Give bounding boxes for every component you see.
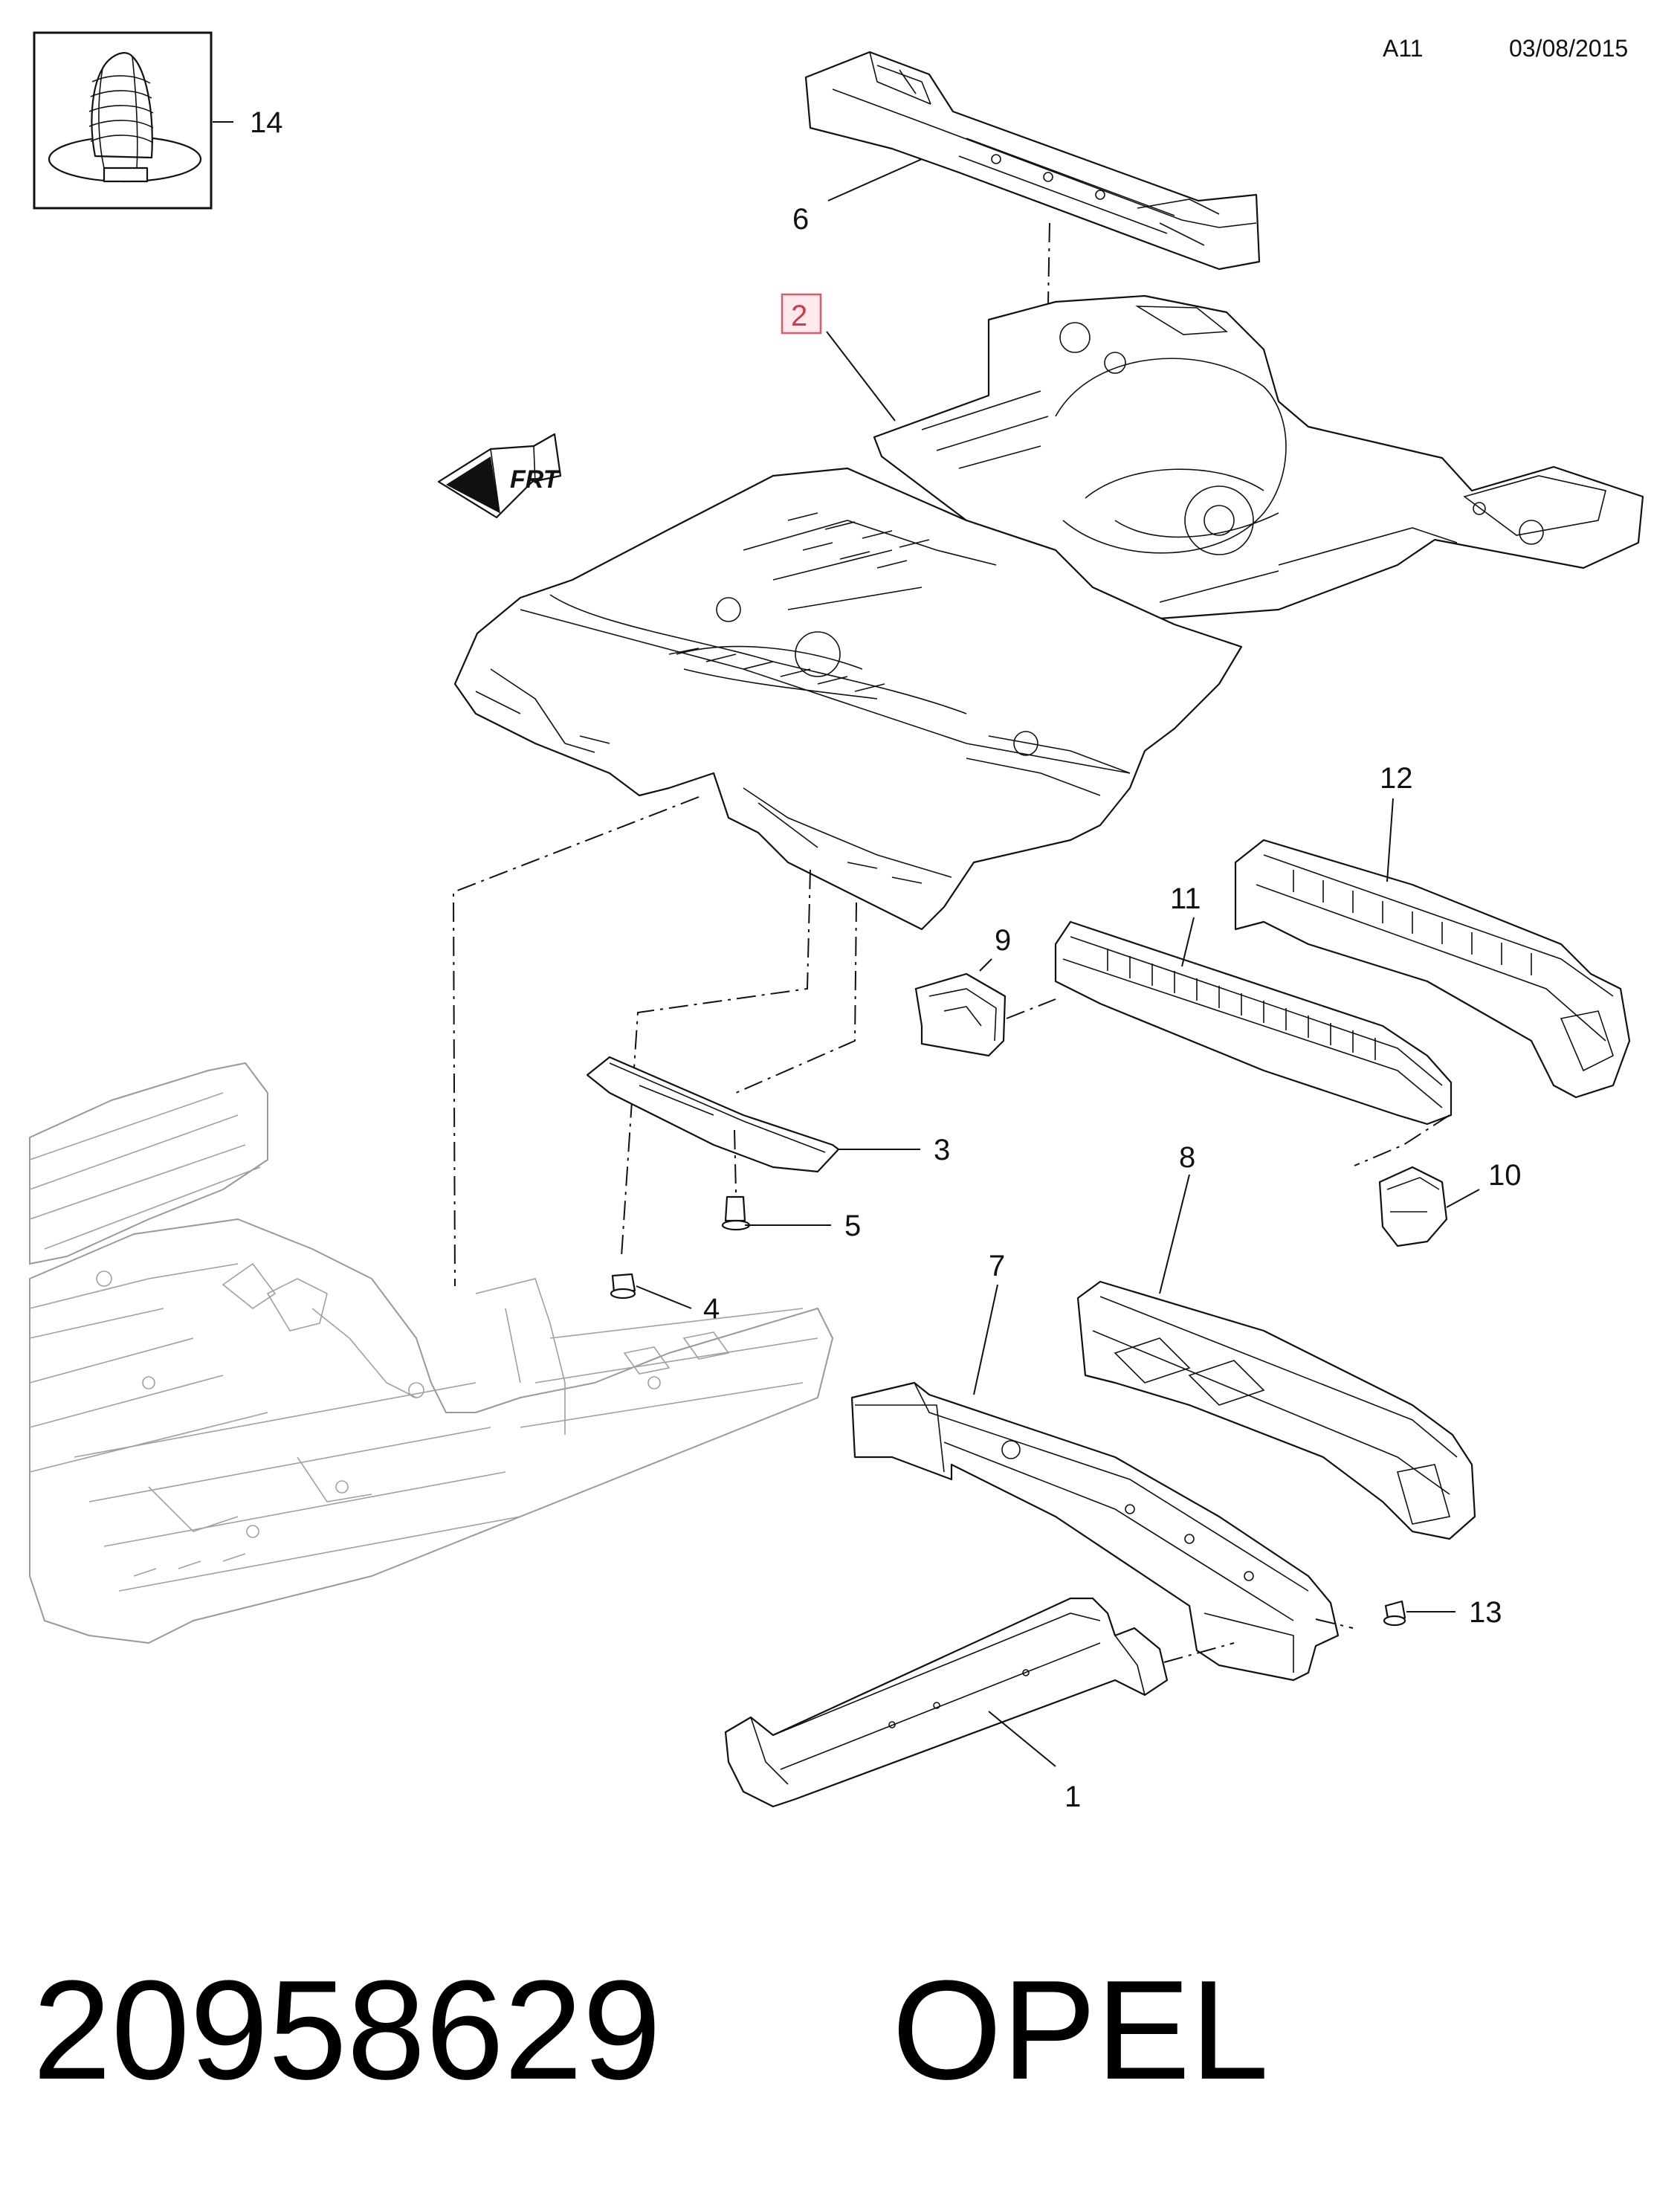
front-direction-arrow: FRT [437, 433, 562, 519]
part-6-cross-member[interactable] [804, 51, 1261, 271]
part-number: 20958629 [33, 1951, 661, 2109]
inset-fastener-14[interactable] [33, 31, 213, 210]
callout-3[interactable]: 3 [934, 1134, 950, 1166]
part-1-side-rail[interactable] [724, 1597, 1169, 1808]
callout-7[interactable]: 7 [989, 1250, 1005, 1282]
callout-13[interactable]: 13 [1469, 1596, 1502, 1629]
part-10-bracket[interactable] [1378, 1166, 1448, 1247]
callout-12[interactable]: 12 [1380, 762, 1413, 795]
part-9-bracket[interactable] [914, 972, 1007, 1057]
callout-4[interactable]: 4 [703, 1293, 720, 1326]
underbody-context [29, 1062, 833, 1644]
page-code: A11 [1383, 35, 1424, 62]
part-5-clip[interactable] [721, 1195, 751, 1231]
callout-14[interactable]: 14 [250, 106, 283, 139]
callout-1[interactable]: 1 [1064, 1781, 1081, 1813]
frt-label: FRT [510, 465, 561, 494]
callout-5[interactable]: 5 [844, 1210, 861, 1242]
front-floor-panel[interactable] [453, 467, 1243, 931]
callout-6[interactable]: 6 [792, 203, 809, 236]
part-11-absorber[interactable] [1054, 920, 1453, 1126]
diagram-date: 03/08/2015 [1509, 35, 1628, 62]
part-13-nut[interactable] [1383, 1600, 1406, 1627]
callout-10[interactable]: 10 [1488, 1159, 1522, 1192]
callout-2[interactable]: 2 [791, 300, 807, 332]
callout-2-highlight-box [781, 293, 822, 335]
part-8-absorber[interactable] [1076, 1280, 1476, 1540]
part-4-nut[interactable] [610, 1273, 636, 1300]
part-3-bracket[interactable] [586, 1056, 840, 1173]
callout-9[interactable]: 9 [995, 924, 1011, 957]
callout-8[interactable]: 8 [1179, 1141, 1195, 1174]
part-12-absorber[interactable] [1234, 839, 1631, 1099]
brand-name: OPEL [892, 1951, 1269, 2109]
part-7-bumper-beam[interactable] [850, 1381, 1340, 1682]
callout-11[interactable]: 11 [1170, 882, 1201, 915]
